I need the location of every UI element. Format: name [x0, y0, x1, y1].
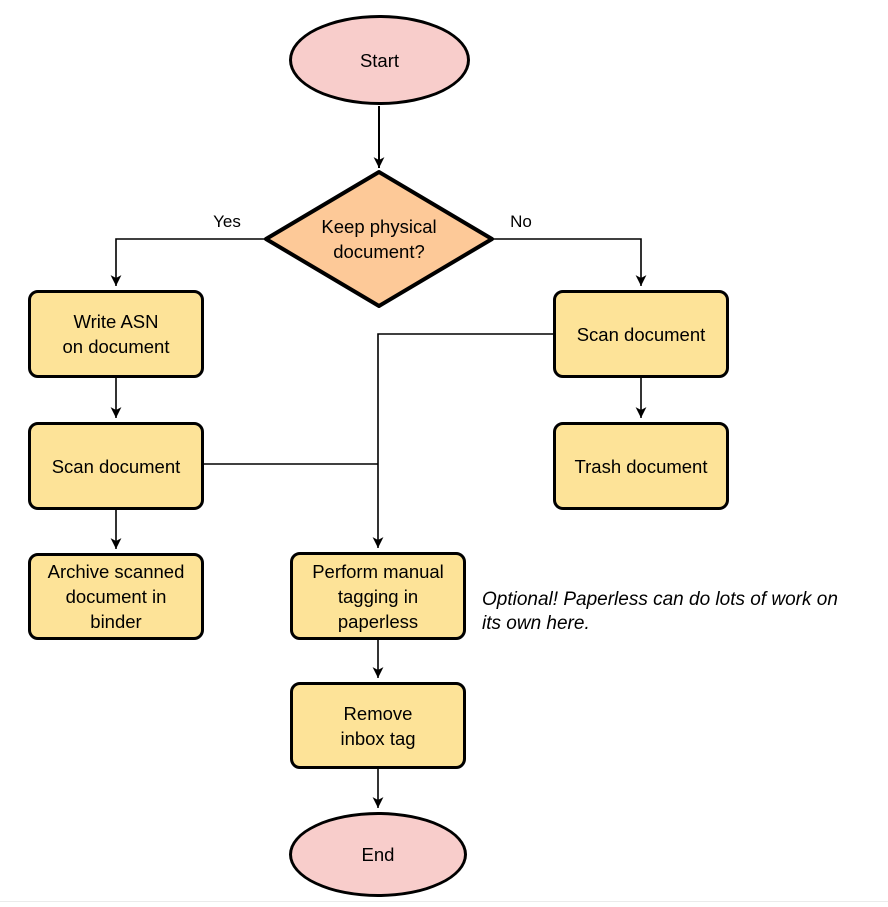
node-scan-document-left: Scan document [28, 422, 204, 510]
node-label-line: document in [65, 586, 167, 607]
annotation-line: its own here. [482, 612, 590, 634]
edge-label-yes: Yes [213, 212, 241, 231]
node-label-line: Archive scanned [47, 561, 185, 582]
node-write-asn: Write ASN on document [28, 290, 204, 378]
node-label-line: Write ASN [73, 311, 159, 332]
node-trash-document: Trash document [553, 422, 729, 510]
node-start: Start [289, 15, 470, 105]
bottom-divider [0, 901, 888, 902]
node-label-line: Scan document [576, 323, 706, 345]
decision-diamond-shape [264, 170, 494, 308]
edge-no [492, 238, 647, 286]
annotation-optional: Optional! Paperless can do lots of work … [482, 588, 838, 635]
node-perform-tagging: Perform manual tagging in paperless [290, 552, 466, 640]
node-label-line: binder [90, 611, 142, 632]
edge-yes [110, 238, 266, 286]
node-label-line: on document [62, 336, 170, 357]
node-scan-document-right: Scan document [553, 290, 729, 378]
node-label-line: Keep physical [321, 216, 437, 237]
node-label-line: Scan document [51, 455, 181, 477]
node-label-line: Remove [343, 702, 413, 724]
node-label-line: paperless [337, 610, 419, 632]
node-label-line: inbox tag [340, 727, 416, 749]
node-label-line: Start [359, 49, 400, 71]
node-label-line: Trash document [574, 455, 708, 477]
node-label-line: Perform manual [312, 560, 444, 582]
node-end: End [289, 812, 467, 897]
node-label-line: End [361, 844, 395, 865]
edge-label-no: No [510, 212, 532, 231]
annotation-line: Optional! Paperless can do lots of work … [482, 589, 838, 610]
node-remove-inbox-tag: Remove inbox tag [290, 682, 466, 769]
node-archive-in-binder: Archive scanned document in binder [28, 553, 204, 640]
node-label-line: tagging in [337, 585, 419, 607]
edge-scanright-to-perform [372, 333, 553, 548]
node-label-line: document? [333, 241, 425, 262]
node-decision: Keep physical document? [266, 172, 492, 306]
